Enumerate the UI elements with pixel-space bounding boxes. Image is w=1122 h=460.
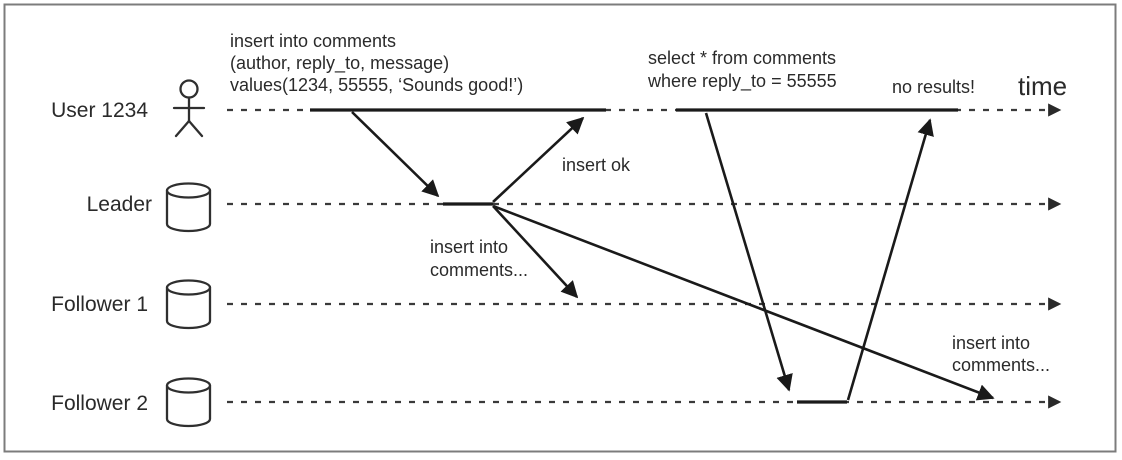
database-icon-leader [165,182,212,233]
lifeline-row-follower-1: Follower 1 [51,279,1062,330]
replicate-1-line-1: insert into [430,237,508,257]
select-query-line-1: select * from comments [648,48,836,68]
select-request-arrow [704,112,793,392]
replicate-2-line-1: insert into [952,333,1030,353]
no-results-label: no results! [892,77,975,97]
diagram-border [3,3,1117,453]
actor-label-follower-1: Follower 1 [51,293,148,316]
insert-query-annotation: insert into comments (author, reply_to, … [230,31,523,95]
actor-label-user-1234: User 1234 [51,99,148,122]
replicate-2-line-2: comments... [952,355,1050,375]
lifeline-row-leader: Leader [87,182,1062,233]
lifeline-row-user-1234: User 1234 [51,79,1062,138]
database-icon-follower-2 [165,377,212,428]
select-query-line-2: where reply_to = 55555 [647,71,837,92]
time-axis-label: time [1018,71,1067,101]
select-query-annotation: select * from comments where reply_to = … [647,48,837,92]
insert-ok-arrow [492,116,585,203]
replicate-1-line-2: comments... [430,260,528,280]
lifeline-row-follower-2: Follower 2 [51,377,1062,428]
actor-label-follower-2: Follower 2 [51,392,148,415]
replicate-to-follower-2-arrow [492,204,995,401]
insert-query-line-3: values(1234, 55555, ‘Sounds good!’) [230,75,523,95]
person-icon [172,79,206,138]
replicate-2-annotation: insert into comments... [952,333,1050,375]
database-icon-follower-1 [165,279,212,330]
replicate-1-annotation: insert into comments... [430,237,528,280]
replicate-to-follower-1-arrow [492,205,579,299]
insert-query-line-1: insert into comments [230,31,396,51]
insert-ok-label: insert ok [562,155,631,175]
insert-query-line-2: (author, reply_to, message) [230,53,449,74]
select-response-arrow [846,118,934,401]
actor-label-leader: Leader [87,193,152,216]
insert-request-arrow [351,111,440,198]
